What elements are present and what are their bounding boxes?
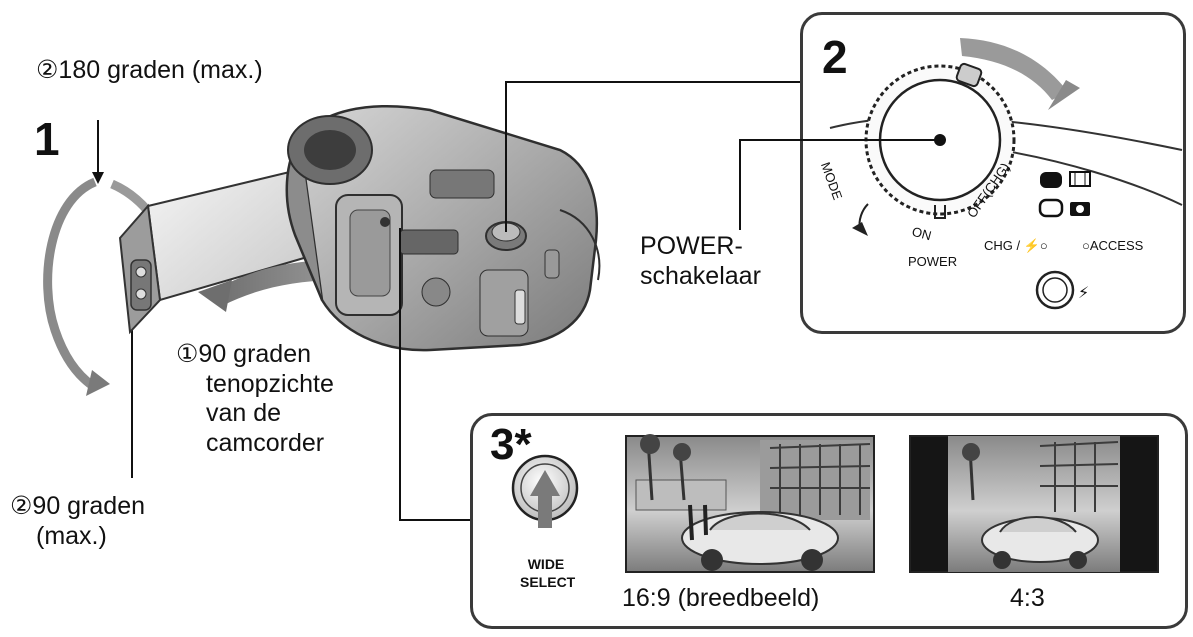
rotate-180-label: ②180 graden (max.) (36, 56, 263, 84)
photo-wide (625, 434, 875, 573)
leader-power-dial (505, 81, 800, 232)
rotate-90-line: (max.) (36, 521, 107, 550)
step3-number: 3* (490, 420, 532, 469)
power-switch-line: POWER- (640, 232, 743, 260)
open-90-label: ①90 graden tenopzichte van de camcorder (176, 340, 334, 458)
wide-select-line: SELECT (520, 573, 576, 590)
access-lamp-label: ○ACCESS (1082, 238, 1144, 253)
open-90-line: ①90 graden (176, 340, 312, 368)
rotate-90-label: ②90 graden (max.) (10, 492, 145, 551)
step2-number: 2 (822, 31, 848, 83)
svg-text:⚡: ⚡ (1078, 283, 1089, 302)
wide-select-button-icon (511, 454, 579, 528)
open-90-line: tenopzichte (206, 369, 334, 398)
open-90-line: camcorder (206, 428, 325, 457)
standard-caption: 4:3 (1010, 584, 1045, 612)
rotate-90-line: ②90 graden (10, 492, 146, 520)
open-90-line: van de (206, 399, 282, 427)
lcd-panel (118, 168, 306, 335)
chg-lamp-label: CHG / ⚡○ (984, 238, 1048, 253)
power-switch-label: POWER- schakelaar (640, 232, 761, 291)
wide-select-line: WIDE (527, 556, 565, 572)
photo-standard (909, 435, 1159, 573)
step1-number: 1 (34, 113, 60, 165)
wide-caption: 16:9 (breedbeeld) (622, 584, 820, 612)
power-switch-line: schakelaar (640, 261, 761, 290)
leader-power-switch (739, 139, 940, 230)
leader-wide-select (399, 228, 470, 521)
wide-select-label: WIDE SELECT (520, 556, 576, 591)
dial-power-label: POWER (908, 254, 958, 269)
camcorder-body (285, 105, 601, 352)
